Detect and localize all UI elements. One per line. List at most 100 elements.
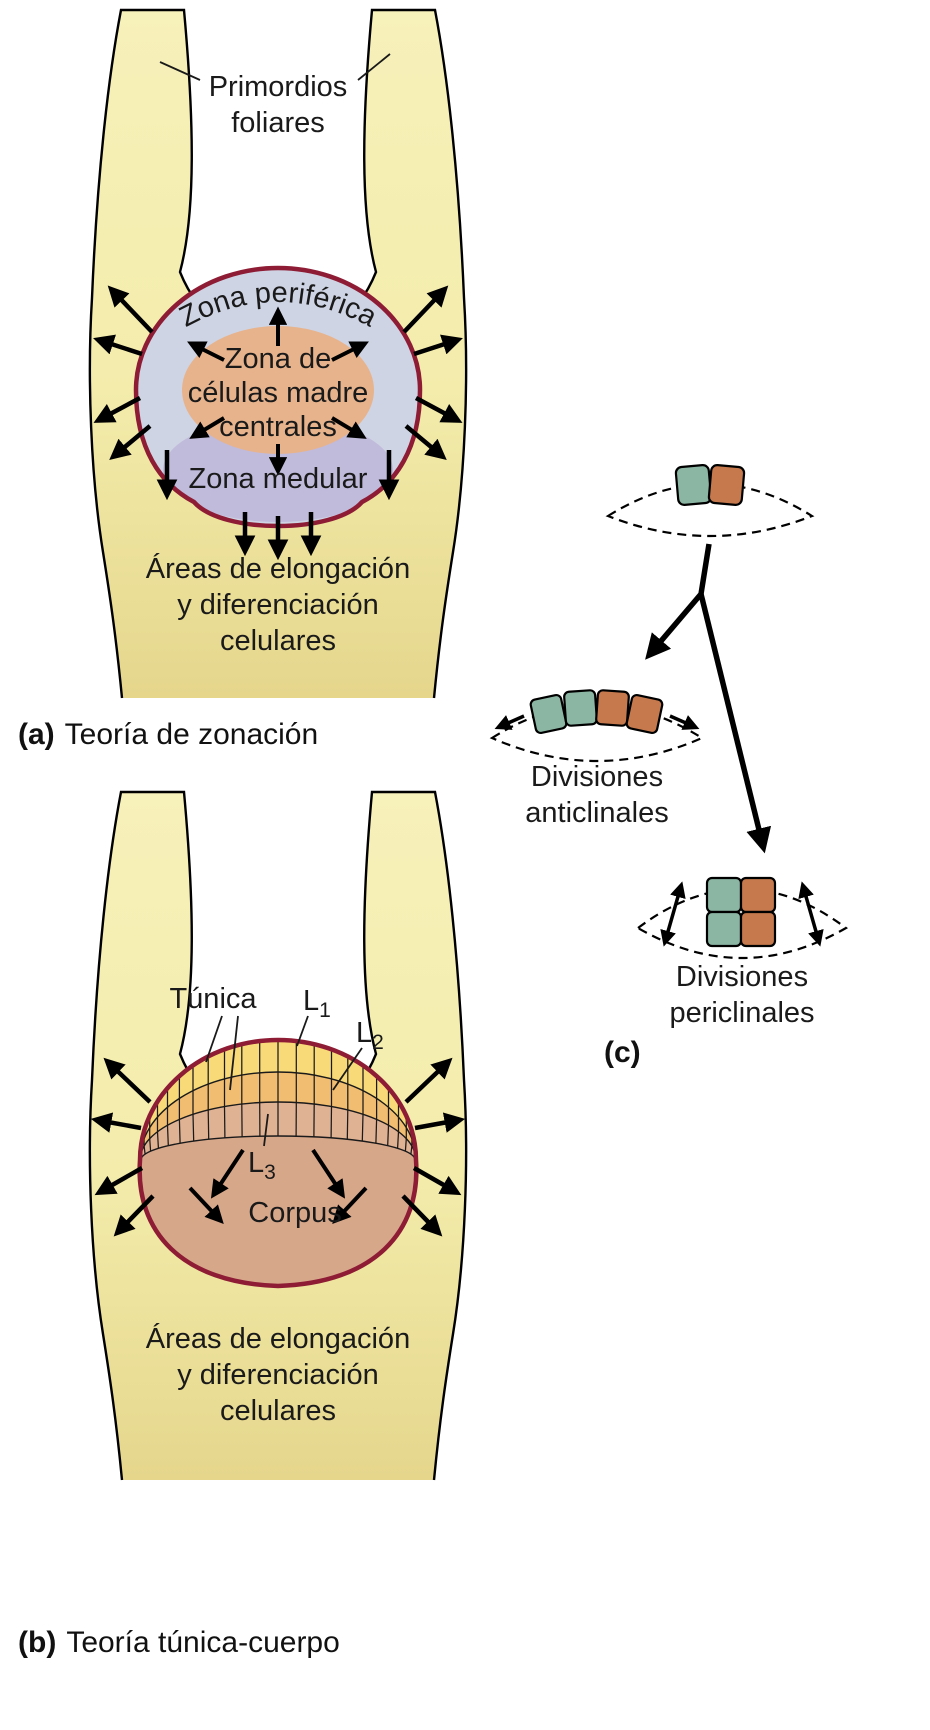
cell-wall-line — [346, 1109, 349, 1140]
expansion-arrow-icon — [669, 714, 700, 730]
band-boundary-3 — [140, 1135, 416, 1161]
cell-wall-line — [387, 1125, 390, 1146]
teal-cell — [674, 464, 713, 506]
l3-pointer — [263, 1113, 269, 1147]
growth-arrow-icon — [401, 1194, 443, 1237]
tunica-pointer-1 — [205, 1015, 223, 1063]
svg-text:L1: L1 — [303, 985, 331, 1022]
growth-arrow-icon — [413, 334, 463, 357]
corpus-arrow-icon — [311, 1148, 346, 1199]
arrow-up-left-icon — [187, 341, 225, 362]
cell-wall-line — [178, 1119, 181, 1144]
growth-arrow-icon — [404, 1057, 453, 1104]
growth-arrow-icon — [93, 396, 142, 423]
orange-cell — [595, 689, 630, 727]
central-mother-cells-zone — [182, 326, 374, 454]
expansion-arrow-icon — [494, 714, 525, 730]
svg-text:centrales: centrales — [219, 411, 337, 443]
branch-arrows — [645, 543, 772, 854]
svg-text:celulares: celulares — [220, 1395, 336, 1427]
svg-text:Áreas de elongación: Áreas de elongación — [146, 1322, 410, 1355]
branch-arrow-right-icon — [698, 593, 772, 854]
periclinal-unit: Divisiones periclinales — [636, 876, 848, 1029]
dashed-layer-outline — [489, 703, 705, 762]
orange-cell — [625, 693, 664, 735]
growth-arrow-icon — [94, 1166, 144, 1196]
cell-wall-line — [166, 1125, 169, 1146]
svg-text:celulares: celulares — [220, 625, 336, 657]
growth-arrow-icon — [103, 1057, 152, 1104]
cell-wall-line — [375, 1119, 378, 1144]
cell-wall-line — [143, 1145, 146, 1155]
caption-c: (c) — [604, 1036, 641, 1069]
growth-arrow-icon — [107, 285, 154, 334]
corpus-label: Corpus — [248, 1197, 342, 1229]
tunica-label: Túnica — [169, 983, 257, 1091]
corpus-region — [140, 1136, 416, 1286]
growth-arrow-icon — [414, 396, 463, 423]
svg-text:L3: L3 — [248, 1147, 276, 1184]
cell-wall-line — [410, 1145, 413, 1155]
cell-wall-line — [207, 1109, 210, 1140]
periclinal-label-line1: Divisiones — [676, 961, 808, 993]
periclinal-label-line2: periclinales — [669, 997, 814, 1029]
growth-arrow-icon — [402, 285, 449, 334]
growth-arrow-icon — [404, 424, 447, 460]
areas-label-a: Áreas de elongación y diferenciación cel… — [146, 552, 410, 657]
primordios-label: Primordios foliares — [159, 53, 391, 139]
cell-wall-line — [156, 1131, 160, 1149]
band-boundary-2 — [139, 1101, 417, 1161]
svg-text:L2: L2 — [356, 1017, 384, 1054]
areas-label-b: Áreas de elongación y diferenciación cel… — [146, 1322, 410, 1427]
growth-arrow-icon — [109, 424, 152, 460]
orange-cell — [739, 876, 777, 914]
l2-pointer — [332, 1047, 363, 1091]
panel-a: Primordios foliares Zona periférica Zona… — [18, 8, 468, 751]
arrow-down-left-icon — [189, 416, 226, 439]
double-arrow-icon — [798, 881, 824, 947]
tunica-pointer-2 — [229, 1015, 239, 1091]
growth-arrow-icon — [90, 1112, 142, 1133]
orange-cell — [739, 910, 777, 948]
arrow-down-right-icon — [330, 416, 367, 439]
teal-cell — [705, 910, 743, 948]
interior-arrows-a — [187, 306, 369, 476]
dashed-layer-outline — [636, 887, 848, 960]
corpus-arrow-icon — [188, 1186, 224, 1225]
cell-wall-line — [404, 1138, 407, 1152]
svg-text:células madre: células madre — [188, 377, 369, 409]
panel-c: Divisiones anticlinales Divisiones peric… — [489, 464, 848, 1069]
dashed-layer-outline — [605, 482, 815, 538]
anticlinal-label-line2: anticlinales — [525, 797, 668, 829]
orange-cell — [707, 464, 746, 506]
dome-outline-a — [133, 265, 423, 529]
cell-wall-line — [149, 1138, 152, 1152]
double-arrow-icon — [660, 881, 686, 947]
caption-a: (a)Teoría de zonación — [18, 718, 318, 751]
exterior-arrows-b — [90, 1057, 466, 1237]
growth-arrow-icon — [414, 1112, 466, 1133]
svg-text:Zona de: Zona de — [225, 343, 331, 375]
teal-cell — [705, 876, 743, 914]
corpus-arrow-icon — [210, 1148, 245, 1199]
svg-text:y diferenciación: y diferenciación — [177, 1359, 379, 1391]
teal-cell — [529, 693, 568, 735]
zona-medular-label: Zona medular — [189, 463, 368, 495]
primordios-line1: Primordios — [209, 71, 348, 103]
interior-arrows-b — [188, 1148, 368, 1225]
zona-central-label: Zona de células madre centrales — [188, 343, 369, 443]
l1-pointer — [296, 1015, 309, 1047]
caption-b: (b)Teoría túnica-cuerpo — [18, 1626, 340, 1659]
cell-wall-line — [361, 1114, 364, 1142]
cell-wall-line — [192, 1114, 195, 1142]
l1-label: L1 — [296, 985, 331, 1047]
arrow-up-right-icon — [331, 341, 369, 362]
corpus-arrow-icon — [332, 1186, 368, 1225]
primordios-pointer-left — [159, 61, 201, 81]
growth-arrow-icon — [412, 1166, 462, 1196]
exterior-arrows-a — [93, 285, 463, 561]
cell-wall-line — [396, 1131, 400, 1149]
growth-arrow-icon — [113, 1194, 155, 1237]
